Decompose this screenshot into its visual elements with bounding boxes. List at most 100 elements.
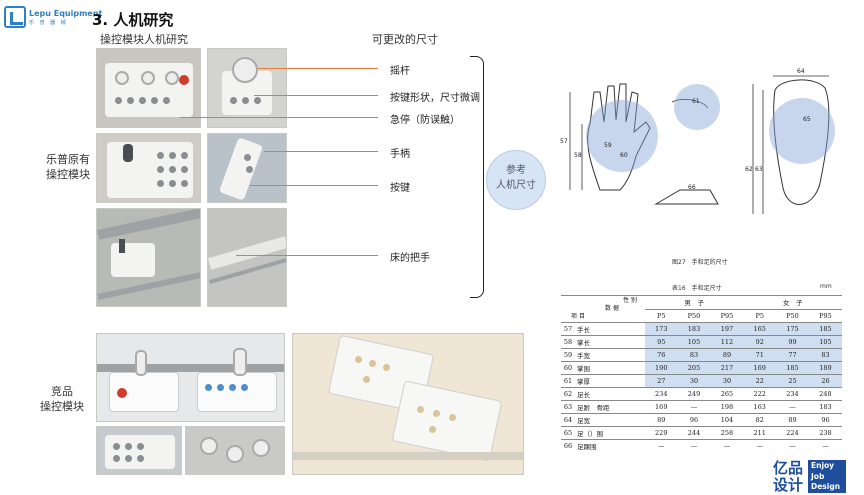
row-number: 57 [561, 322, 575, 336]
section-subtitle-right: 可更改的尺寸 [372, 33, 438, 46]
hand-label-59: 59 [604, 142, 612, 149]
page-title: 3. 人机研究 [92, 11, 174, 29]
row-value-cell: — [776, 439, 809, 452]
logo-subtext: 乐 普 器 械 [29, 20, 68, 26]
row-value-cell: 89 [776, 413, 809, 427]
finger-highlight-blob [674, 84, 720, 130]
row-value-cell: 183 [677, 322, 711, 336]
row-value-cell: — [710, 439, 744, 452]
row-value-cell: — [677, 439, 711, 452]
callout-estop: 急停（防误触） [390, 115, 460, 126]
callout-line-handle [264, 151, 378, 152]
callout-joystick: 摇杆 [390, 66, 410, 77]
callout-line-button-shape [254, 95, 378, 96]
row-value-cell: 173 [645, 322, 678, 336]
hand-label-58: 58 [574, 152, 582, 159]
hand-dimension-diagram: 57 58 61 59 60 66 [560, 72, 736, 224]
row-number: 62 [561, 387, 575, 401]
row-value-cell: 30 [710, 374, 744, 388]
row-value-cell: 229 [645, 426, 678, 440]
hand-foot-dimension-table: 性 别 数 据 项 目 男 子 女 子 P5 P50 P95 P5 P50 P9… [561, 295, 842, 452]
row-value-cell: 89 [710, 348, 744, 362]
hand-label-66: 66 [688, 184, 696, 191]
callout-bed-handle: 床的把手 [390, 253, 430, 264]
row-value-cell: 165 [743, 322, 776, 336]
row-value-cell: — [776, 400, 809, 414]
section-subtitle-left: 操控模块人机研究 [100, 33, 188, 46]
row-item-name: 掌围 [575, 361, 645, 375]
brand-name-cn: 亿品设计 [773, 459, 804, 494]
photo-control-panel-top [96, 48, 201, 128]
row-value-cell: — [677, 400, 711, 414]
row-value-cell: 169 [743, 361, 776, 375]
corner-ju: 据 [612, 305, 619, 312]
row-value-cell: 27 [645, 374, 678, 388]
row-value-cell: 248 [808, 387, 842, 401]
hand-outline-svg [569, 83, 719, 205]
row-value-cell: 217 [710, 361, 744, 375]
reference-text-line1: 参考 [506, 165, 526, 176]
row-value-cell: 197 [710, 322, 744, 336]
row-number: 66 [561, 439, 575, 452]
row-value-cell: 89 [645, 413, 678, 427]
row-value-cell: 224 [776, 426, 809, 440]
row-number: 58 [561, 335, 575, 349]
row-value-cell: 82 [743, 413, 776, 427]
row-item-name: 足宽 [575, 413, 645, 427]
row-value-cell: 185 [808, 322, 842, 336]
original-label-line1: 乐普原有 [46, 153, 90, 166]
row-value-cell: — [743, 439, 776, 452]
row-value-cell: 189 [808, 361, 842, 375]
row-value-cell: 104 [710, 413, 744, 427]
foot-label-62: 62 [745, 166, 753, 173]
brand-logo-box: Enjoy Job Design [808, 460, 846, 493]
callout-line-buttons [250, 185, 378, 186]
corner-mu: 目 [578, 313, 585, 320]
row-value-cell: 183 [808, 400, 842, 414]
callout-line-bed-handle [236, 255, 378, 256]
photo-competitor-knobs [185, 426, 285, 475]
row-item-name: 足跗 骨距 [575, 400, 645, 414]
logo-text: Lepu Equipment [29, 9, 103, 18]
corner-bie: 别 [630, 297, 637, 304]
row-value-cell: 190 [645, 361, 678, 375]
reference-text-line2: 人机尺寸 [496, 180, 536, 191]
original-label-line2: 操控模块 [46, 168, 90, 181]
photo-competitor-panel-detail [96, 426, 182, 475]
row-number: 59 [561, 348, 575, 362]
corner-xiang: 项 [571, 313, 578, 320]
hand-highlight-blob [586, 100, 658, 172]
pct-f-p50: P50 [776, 308, 809, 323]
photo-bed-mounted-panel [96, 208, 201, 307]
pct-m-p5: P5 [645, 308, 678, 323]
row-value-cell: 238 [808, 426, 842, 440]
row-value-cell: 222 [743, 387, 776, 401]
row-number: 60 [561, 361, 575, 375]
row-item-name: 手宽 [575, 348, 645, 362]
row-value-cell: 211 [743, 426, 776, 440]
foot-label-65: 65 [803, 116, 811, 123]
row-value-cell: 185 [776, 361, 809, 375]
brand-en-line1: Enjoy [811, 461, 835, 470]
row-number: 61 [561, 374, 575, 388]
row-value-cell: 26 [808, 374, 842, 388]
reference-bubble [486, 150, 546, 210]
row-value-cell: 22 [743, 374, 776, 388]
photo-bed-handle [207, 208, 287, 307]
original-module-label: 乐普原有 操控模块 [38, 152, 98, 182]
row-value-cell: 83 [808, 348, 842, 362]
row-value-cell: 77 [776, 348, 809, 362]
competitor-module-label: 竞品 操控模块 [32, 384, 92, 414]
pct-f-p5: P5 [743, 308, 776, 323]
row-item-name: 掌长 [575, 335, 645, 349]
table-percentile-row: P5 P50 P95 P5 P50 P95 [561, 308, 842, 323]
row-item-name: 足（）围 [575, 426, 645, 440]
row-value-cell: 96 [677, 413, 711, 427]
row-value-cell: 234 [776, 387, 809, 401]
